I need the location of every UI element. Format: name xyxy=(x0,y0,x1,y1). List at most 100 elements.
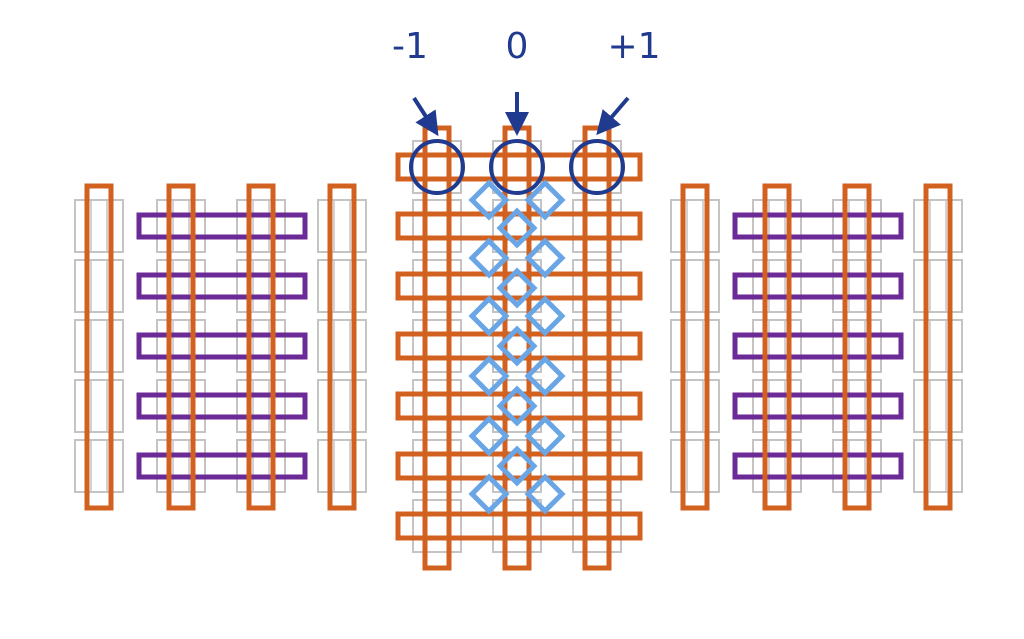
grey-cell-inner xyxy=(848,259,866,313)
grey-cell xyxy=(492,199,542,253)
grey-cell xyxy=(236,199,286,253)
grey-cell xyxy=(670,199,720,253)
grey-cell-inner xyxy=(686,439,704,493)
grey-cell-inner xyxy=(172,319,190,373)
grey-cell xyxy=(492,379,542,433)
arrow-icon xyxy=(412,96,439,137)
grey-cell xyxy=(752,199,802,253)
orange-vertical-bar xyxy=(842,183,872,511)
blue-diamonds xyxy=(468,179,566,515)
grey-cell-inner xyxy=(90,199,108,253)
grey-cell xyxy=(412,319,462,373)
grey-cell-inner xyxy=(252,319,270,373)
highlight-circle xyxy=(409,139,465,195)
grey-cell xyxy=(913,319,963,373)
grey-cell xyxy=(572,379,622,433)
grey-cell xyxy=(670,379,720,433)
grey-cell xyxy=(752,259,802,313)
orange-vertical-bar xyxy=(84,183,114,511)
grey-cell xyxy=(832,439,882,493)
grey-cell-inner xyxy=(333,319,351,373)
grey-cell xyxy=(572,499,622,553)
grey-cell xyxy=(236,259,286,313)
purple-bar xyxy=(732,212,904,240)
grey-cell-inner xyxy=(252,199,270,253)
grey-cell xyxy=(74,439,124,493)
grey-cell xyxy=(412,379,462,433)
purple-bar xyxy=(136,272,308,300)
grey-cell xyxy=(670,319,720,373)
blue-diamond xyxy=(524,355,566,397)
grey-cell-inner xyxy=(252,259,270,313)
blue-diamond xyxy=(524,473,566,515)
grey-cell-inner xyxy=(929,199,947,253)
grey-cell-inner xyxy=(848,319,866,373)
orange-horizontal-bar xyxy=(395,391,643,421)
grey-cell xyxy=(492,439,542,493)
blue-diamond xyxy=(496,325,538,367)
orange-vertical-bar xyxy=(246,183,276,511)
grey-cell xyxy=(74,259,124,313)
grey-cell-inner xyxy=(172,259,190,313)
grey-cell xyxy=(236,319,286,373)
grey-cell xyxy=(913,379,963,433)
grey-cell-inner xyxy=(768,439,786,493)
grey-cell xyxy=(74,319,124,373)
grey-cell-inner xyxy=(172,199,190,253)
orange-vertical-bar xyxy=(680,183,710,511)
grey-cell xyxy=(492,499,542,553)
grey-cell xyxy=(156,439,206,493)
arrow-icon xyxy=(596,96,630,136)
grey-cell xyxy=(832,259,882,313)
grey-cell-inner xyxy=(90,319,108,373)
grey-cell xyxy=(74,199,124,253)
grey-cell-inner xyxy=(686,379,704,433)
grey-cell-inner xyxy=(768,259,786,313)
purple-bar xyxy=(732,272,904,300)
grey-cell xyxy=(832,379,882,433)
purple-bar xyxy=(136,452,308,480)
grey-cell xyxy=(832,319,882,373)
grey-cell xyxy=(752,319,802,373)
blue-diamond xyxy=(496,385,538,427)
grey-cell xyxy=(156,199,206,253)
blue-diamond xyxy=(468,179,510,221)
grey-cell xyxy=(74,379,124,433)
grey-cell xyxy=(236,379,286,433)
grey-cell xyxy=(572,319,622,373)
blue-diamond xyxy=(524,179,566,221)
orange-horizontal-bar xyxy=(395,271,643,301)
orange-vertical-bar xyxy=(327,183,357,511)
grey-cell-inner xyxy=(929,439,947,493)
grey-cell xyxy=(317,319,367,373)
grey-cell xyxy=(572,439,622,493)
blue-diamond xyxy=(468,237,510,279)
grey-cell xyxy=(832,199,882,253)
grey-cell xyxy=(752,379,802,433)
grey-cell-inner xyxy=(929,259,947,313)
blue-diamond xyxy=(496,207,538,249)
blue-diamond xyxy=(524,237,566,279)
grey-cell xyxy=(156,259,206,313)
label-minus-one: -1 xyxy=(392,26,428,67)
grey-cell xyxy=(412,259,462,313)
grey-cell xyxy=(913,259,963,313)
grey-cell xyxy=(317,199,367,253)
grey-cell-inner xyxy=(768,199,786,253)
label-zero: 0 xyxy=(506,26,529,67)
grey-cell xyxy=(317,439,367,493)
grey-cell-inner xyxy=(333,199,351,253)
grey-cell-inner xyxy=(333,379,351,433)
grey-cell xyxy=(156,319,206,373)
grey-cell xyxy=(236,439,286,493)
grey-cell-inner xyxy=(172,379,190,433)
grey-cell xyxy=(412,439,462,493)
orange-horizontal-bar xyxy=(395,331,643,361)
blue-diamond xyxy=(496,267,538,309)
grey-cell-inner xyxy=(333,259,351,313)
orange-vertical-bar xyxy=(923,183,953,511)
grey-cell xyxy=(670,439,720,493)
blue-diamond xyxy=(468,473,510,515)
